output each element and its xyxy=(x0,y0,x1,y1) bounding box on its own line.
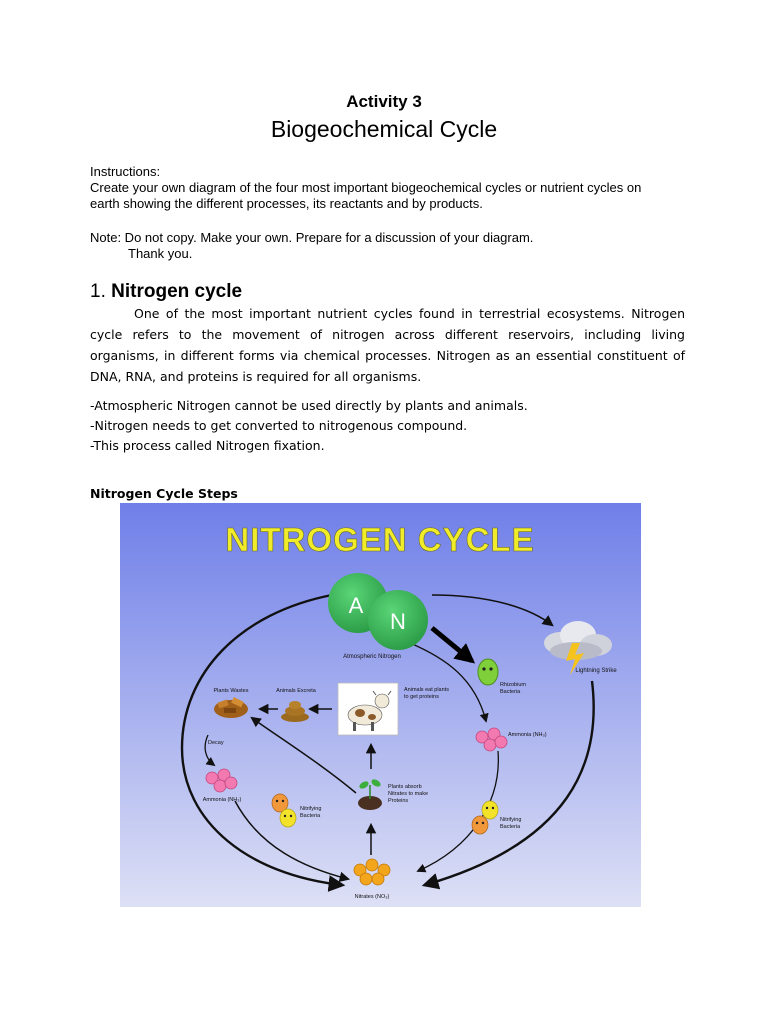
rhizobium-label-2: Bacteria xyxy=(500,689,521,695)
plants-wastes-label: Plants Wastes xyxy=(214,688,249,694)
plants-absorb-label-1: Plants absorb xyxy=(388,784,422,790)
bullet-item: -Nitrogen needs to get converted to nitr… xyxy=(90,418,468,433)
arrow-plant-to-wastes xyxy=(250,716,357,794)
animals-excreta-label: Animals Excreta xyxy=(276,688,317,694)
ammonia-right-label: Ammonia (NH₃) xyxy=(508,732,547,738)
instructions-line-2: earth showing the different processes, i… xyxy=(90,196,483,211)
ammonia-left-label: Ammonia (NH₃) xyxy=(203,797,242,803)
animals-eat-label-2: to get proteins xyxy=(404,694,439,700)
atmospheric-nitrogen-label: Atmospheric Nitrogen xyxy=(343,654,401,660)
outer-right-arrow xyxy=(421,680,595,890)
instructions-line-1: Create your own diagram of the four most… xyxy=(90,180,642,195)
rhizobium-label-1: Rhizobium xyxy=(500,682,526,688)
bullet-item: -This process called Nitrogen fixation. xyxy=(90,438,325,453)
diagram-title: NITROGEN CYCLE xyxy=(225,521,534,558)
nitrifying-right-label-2: Bacteria xyxy=(500,824,521,830)
ammonia-molecule-left-icon xyxy=(205,768,238,793)
arrow-to-lightning xyxy=(431,594,554,627)
outer-left-arrow xyxy=(180,593,346,892)
nitrifying-left-label-2: Bacteria xyxy=(300,813,321,819)
page-title: Biogeochemical Cycle xyxy=(270,116,498,142)
arrow-decay xyxy=(204,734,216,767)
section-title: Nitrogen cycle xyxy=(111,281,243,302)
activity-label: Activity 3 xyxy=(346,92,422,111)
steps-label: Nitrogen Cycle Steps xyxy=(90,486,238,501)
nitrifying-right-label-1: Nitrifying xyxy=(500,817,521,823)
decay-label: Decay xyxy=(208,740,224,746)
section-heading: 1. Nitrogen cycle xyxy=(90,281,242,303)
lightning-cloud-icon xyxy=(544,621,612,675)
plant-icon xyxy=(358,779,382,810)
lightning-label: Lightning Strike xyxy=(575,668,617,674)
nitrogen-cycle-diagram: NITROGEN CYCLE A N Atmospheric Nitrogen … xyxy=(120,503,641,907)
atom-n-label: N xyxy=(390,609,406,634)
atom-a-label: A xyxy=(349,593,364,618)
atom-n-icon xyxy=(368,590,428,650)
ammonia-molecule-right-icon xyxy=(475,727,508,752)
plant-wastes-icon xyxy=(214,697,248,718)
plants-absorb-label-2: Nitrates to make xyxy=(388,791,428,797)
instructions-label: Instructions: xyxy=(90,164,161,179)
nitrates-molecule-icon xyxy=(353,858,391,886)
nitrifying-bacteria-left-icon xyxy=(271,793,297,828)
bullet-item: -Atmospheric Nitrogen cannot be used dir… xyxy=(90,398,528,413)
nitrates-label: Nitrates (NO₃) xyxy=(355,894,390,900)
arrow-to-nitrates-left xyxy=(234,800,351,883)
animal-excreta-icon xyxy=(281,701,309,722)
plants-absorb-label-3: Proteins xyxy=(388,798,408,804)
note-text: Note: Do not copy. Make your own. Prepar… xyxy=(90,230,534,245)
nitrifying-bacteria-right-icon xyxy=(471,800,499,835)
section-number: 1. xyxy=(90,281,106,302)
rhizobium-bacteria-icon xyxy=(477,658,499,686)
thanks-text: Thank you. xyxy=(128,246,193,261)
animals-eat-label-1: Animals eat plants xyxy=(404,687,449,693)
section-paragraph: One of the most important nutrient cycle… xyxy=(90,306,685,384)
nitrifying-left-label-1: Nitrifying xyxy=(300,806,321,812)
arrow-to-ammonia-right xyxy=(409,642,489,723)
fixation-arrow xyxy=(430,626,476,664)
cow-icon xyxy=(347,690,392,731)
